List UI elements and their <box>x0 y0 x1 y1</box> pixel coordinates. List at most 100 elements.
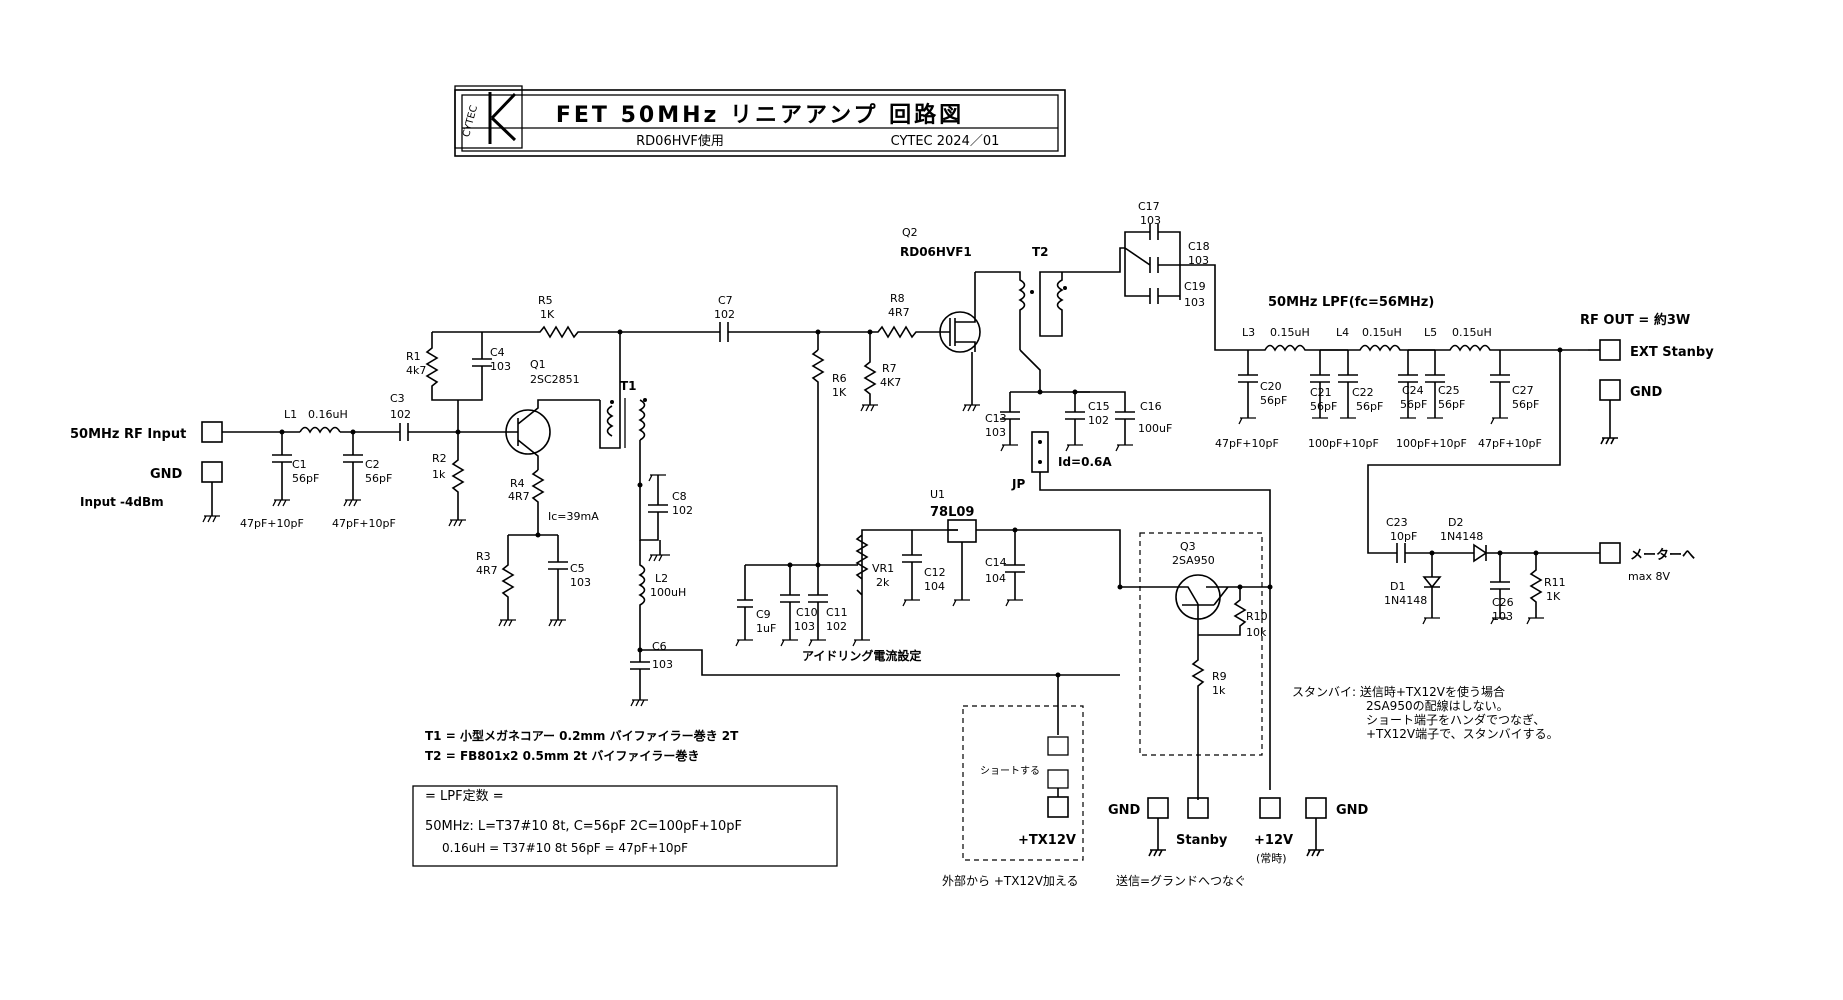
title-inner-frame <box>461 94 1059 152</box>
svg-text:L2: L2 <box>655 572 668 585</box>
capacitor-c2 <box>343 432 363 500</box>
svg-text:C25: C25 <box>1438 384 1460 397</box>
transformer-t2-primary <box>975 271 1026 350</box>
svg-text:102: 102 <box>826 620 847 633</box>
svg-text:R3: R3 <box>476 550 491 563</box>
svg-text:0.15uH: 0.15uH <box>1452 326 1492 339</box>
svg-text:104: 104 <box>924 580 945 593</box>
short-label: ショートする <box>980 765 1040 777</box>
svg-text:R1: R1 <box>406 350 421 363</box>
capacitor-c24-c25 <box>1398 349 1445 418</box>
svg-text:78L09: 78L09 <box>930 505 974 520</box>
svg-text:103: 103 <box>794 620 815 633</box>
svg-text:RD06HVF1: RD06HVF1 <box>900 245 972 259</box>
svg-text:47pF+10pF: 47pF+10pF <box>1478 437 1542 450</box>
inductor-l2 <box>638 540 646 650</box>
capacitor-c15 <box>1065 392 1085 445</box>
rf-out-label: RF OUT = 約3W <box>1580 312 1690 328</box>
rf-input-terminal <box>201 421 223 443</box>
svg-text:56pF: 56pF <box>365 472 392 485</box>
svg-text:56pF: 56pF <box>1438 398 1465 411</box>
svg-text:C10: C10 <box>796 606 818 619</box>
svg-text:C2: C2 <box>365 458 380 471</box>
svg-text:C13: C13 <box>985 412 1007 425</box>
svg-text:104: 104 <box>985 572 1006 585</box>
tx12v-label: +TX12V <box>1018 833 1076 848</box>
title-subtitle-left: RD06HVF使用 <box>636 133 724 149</box>
svg-text:Q2: Q2 <box>902 226 918 239</box>
svg-text:VR1: VR1 <box>872 562 894 575</box>
svg-text:100pF+10pF: 100pF+10pF <box>1308 437 1379 450</box>
svg-text:C23: C23 <box>1386 516 1408 529</box>
svg-text:4R7: 4R7 <box>508 490 530 503</box>
bottom-terminals: GND Stanby 送信=グランドへつなぐ +12V (常時) GND <box>1108 797 1369 888</box>
transformer-t2-secondary <box>1039 247 1125 337</box>
note-t1: T1 = 小型メガネコアー 0.2mm バイファイラー巻き 2T <box>425 728 739 743</box>
bias-regulator: C9 1uF C10 103 C11 102 VR1 2k アイドリング電流設定… <box>735 488 1170 663</box>
low-pass-filter: 50MHz LPF(fc=56MHz) L3 0.15uH L4 0.15uH … <box>1215 295 1588 450</box>
svg-text:C19: C19 <box>1184 280 1206 293</box>
resistor-r9 <box>1191 640 1205 800</box>
svg-text:T2: T2 <box>1032 245 1049 259</box>
svg-text:1K: 1K <box>1546 590 1561 603</box>
resistor-r8 <box>818 325 948 339</box>
meter-max-label: max 8V <box>1628 570 1670 583</box>
svg-text:103: 103 <box>985 426 1006 439</box>
svg-text:C12: C12 <box>924 566 946 579</box>
svg-text:C20: C20 <box>1260 380 1282 393</box>
svg-text:56pF: 56pF <box>1512 398 1539 411</box>
svg-text:0.15uH: 0.15uH <box>1362 326 1402 339</box>
gnd-a-label: GND <box>1108 803 1141 818</box>
svg-text:1k: 1k <box>432 468 446 481</box>
svg-text:2SA950: 2SA950 <box>1172 554 1215 567</box>
resistor-r4 <box>531 469 545 535</box>
resistor-r1 <box>425 332 492 401</box>
svg-text:C27: C27 <box>1512 384 1534 397</box>
svg-text:R5: R5 <box>538 294 553 307</box>
capacitor-c21-c22 <box>1310 349 1358 418</box>
svg-text:103: 103 <box>570 576 591 589</box>
svg-text:C22: C22 <box>1352 386 1374 399</box>
svg-text:10pF: 10pF <box>1390 530 1417 543</box>
lpf-inductors <box>1240 344 1588 352</box>
potentiometer-vr1 <box>848 529 958 640</box>
svg-text:L1: L1 <box>284 408 297 421</box>
gnd-b-terminal <box>1305 797 1327 819</box>
capacitor-c27 <box>1490 350 1510 418</box>
capacitor-c1 <box>272 432 292 500</box>
standby-note-2: 2SA950の配線はしない。 <box>1366 698 1509 713</box>
svg-text:103: 103 <box>1140 214 1161 227</box>
drain-supply: C13 103 C15 102 C16 100uF JP Id=0.6A <box>985 349 1271 790</box>
svg-text:C6: C6 <box>652 640 667 653</box>
svg-text:C14: C14 <box>985 556 1007 569</box>
svg-text:L4: L4 <box>1336 326 1349 339</box>
standby-switch: Q3 2SA950 R10 10k R9 1k <box>1117 532 1273 800</box>
svg-text:56pF: 56pF <box>292 472 319 485</box>
svg-text:R6: R6 <box>832 372 847 385</box>
ext-stanby-terminal <box>1599 339 1621 361</box>
gnd-b-label: GND <box>1336 803 1369 818</box>
lpf-box-line2: 0.16uH = T37#10 8t 56pF = 47pF+10pF <box>442 841 688 855</box>
capacitor-c16 <box>1075 391 1135 445</box>
gnd-in-terminal <box>201 461 223 483</box>
svg-text:R8: R8 <box>890 292 905 305</box>
logo-text: CYTEC <box>461 104 480 138</box>
resistor-r2 <box>451 432 465 520</box>
svg-text:2SC2851: 2SC2851 <box>530 373 580 386</box>
gnd-out-label: GND <box>1630 385 1663 400</box>
svg-text:C16: C16 <box>1140 400 1162 413</box>
lpf-title: 50MHz LPF(fc=56MHz) <box>1268 295 1434 310</box>
svg-text:2k: 2k <box>876 576 890 589</box>
svg-text:C11: C11 <box>826 606 848 619</box>
lpf-box-title: = LPF定数 = <box>425 789 504 804</box>
gnd-a-terminal <box>1147 797 1169 819</box>
v12-label: +12V <box>1254 833 1293 848</box>
page-title: FET 50MHz リニアアンプ 回路図 <box>556 102 964 128</box>
svg-text:1K: 1K <box>540 308 555 321</box>
svg-text:4k7: 4k7 <box>406 364 426 377</box>
svg-text:Id=0.6A: Id=0.6A <box>1058 455 1112 469</box>
lpf-box-line1: 50MHz: L=T37#10 8t, C=56pF 2C=100pF+10pF <box>425 819 742 834</box>
idle-current-label: アイドリング電流設定 <box>802 648 921 663</box>
meter-terminal <box>1599 542 1621 564</box>
